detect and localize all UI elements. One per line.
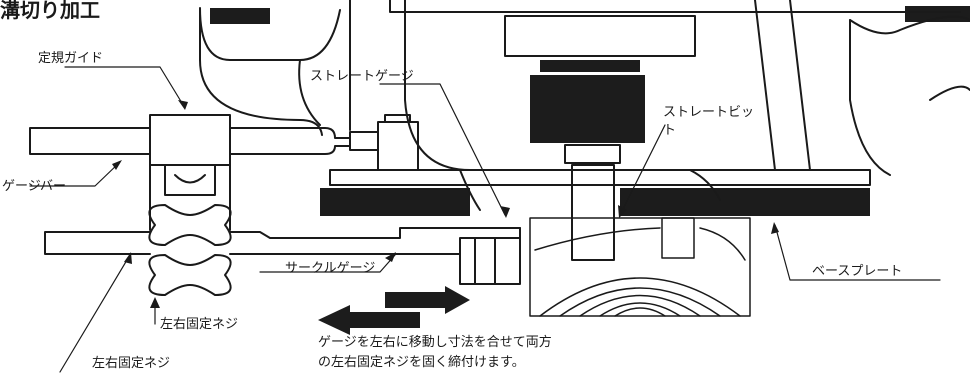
instruction-line-2: の左右固定ネジを固く締付けます。 — [318, 355, 525, 370]
page-title: 溝切り加工 — [0, 0, 100, 22]
base-plate — [320, 169, 871, 216]
label-gauge-bar: ゲージバー — [2, 179, 66, 194]
wing-nut-upper — [148, 204, 232, 246]
instruction-line-1: ゲージを左右に移動し寸法を合せて両方 — [318, 335, 552, 350]
instruction-note: ゲージを左右に移動し寸法を合せて両方 の左右固定ネジを固く締付けます。 — [318, 333, 552, 373]
label-lr-screw-2: 左右固定ネジ — [92, 356, 171, 371]
label-circle-gauge: サークルゲージ — [285, 261, 376, 276]
label-lr-screw-1: 左右固定ネジ — [160, 317, 239, 332]
label-straight-gauge: ストレートゲージ — [310, 69, 414, 84]
wing-nut-lower — [148, 254, 232, 296]
move-arrows — [318, 286, 470, 335]
leader-lines — [29, 66, 941, 373]
label-guide: 定規ガイド — [38, 51, 104, 66]
guide-clamp — [149, 114, 231, 231]
straight-gauge — [349, 114, 419, 171]
circle-gauge — [44, 227, 521, 285]
label-straight-bit: ストレートビット — [663, 105, 755, 138]
label-base-plate: ベースプレート — [812, 264, 903, 279]
leader-arrowheads — [112, 100, 779, 308]
router-motor — [504, 15, 696, 164]
gauge-bar — [29, 127, 351, 155]
straight-bit — [571, 164, 615, 261]
wood-block — [529, 217, 751, 317]
router-body — [199, 0, 970, 176]
